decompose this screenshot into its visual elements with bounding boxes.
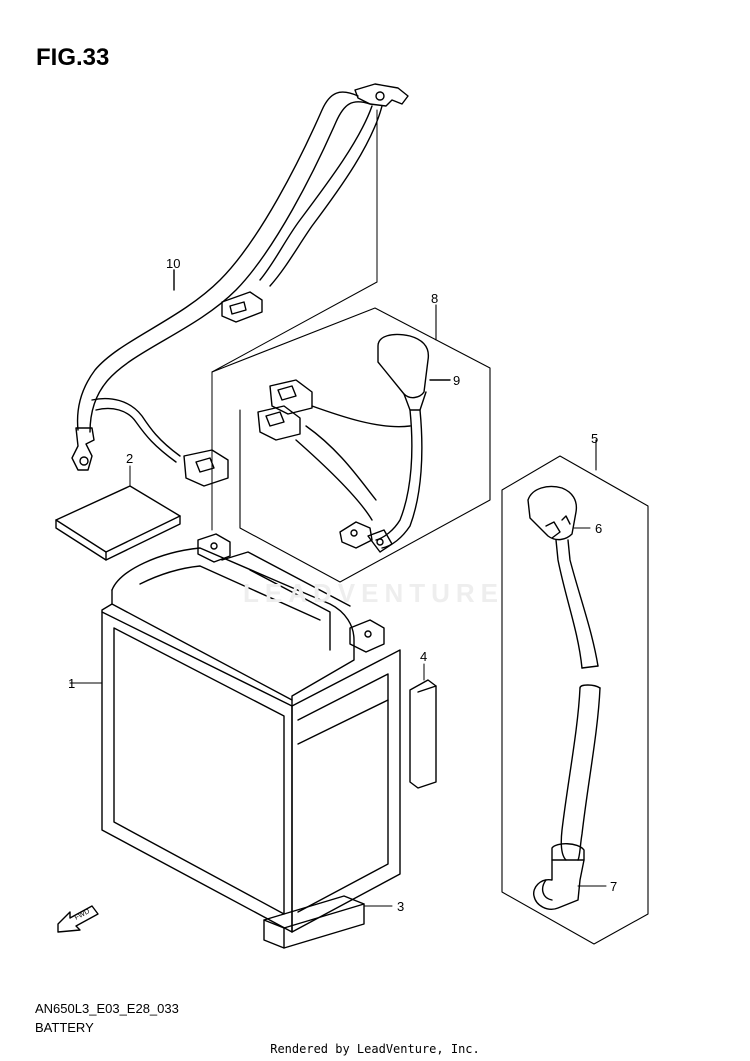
negative-cable-box — [501, 439, 649, 945]
part-code: AN650L3_E03_E28_033 — [35, 1001, 179, 1016]
callout-3: 3 — [397, 899, 405, 914]
label-sticker — [409, 663, 437, 789]
battery-pad — [55, 465, 181, 561]
callout-5: 5 — [591, 431, 599, 446]
callout-9: 9 — [453, 373, 461, 388]
callout-4: 4 — [420, 649, 428, 664]
callout-6: 6 — [595, 521, 603, 536]
battery-cable-harness — [71, 83, 409, 487]
negative-cable — [527, 485, 607, 910]
cable-assembly-box — [211, 304, 491, 583]
bottom-pad — [263, 895, 393, 949]
callout-8: 8 — [431, 291, 439, 306]
callout-10: 10 — [166, 256, 181, 271]
callout-1: 1 — [68, 676, 76, 691]
callout-7: 7 — [610, 879, 618, 894]
part-name: BATTERY — [35, 1020, 94, 1035]
fwd-arrow-icon: FWD — [57, 905, 99, 933]
callout-2: 2 — [126, 451, 134, 466]
footer-credit: Rendered by LeadVenture, Inc. — [270, 1042, 480, 1056]
positive-cable-with-boot — [257, 333, 451, 553]
watermark: LEADVENTURE — [243, 578, 505, 608]
figure-title: FIG.33 — [36, 44, 110, 71]
battery — [69, 533, 401, 933]
